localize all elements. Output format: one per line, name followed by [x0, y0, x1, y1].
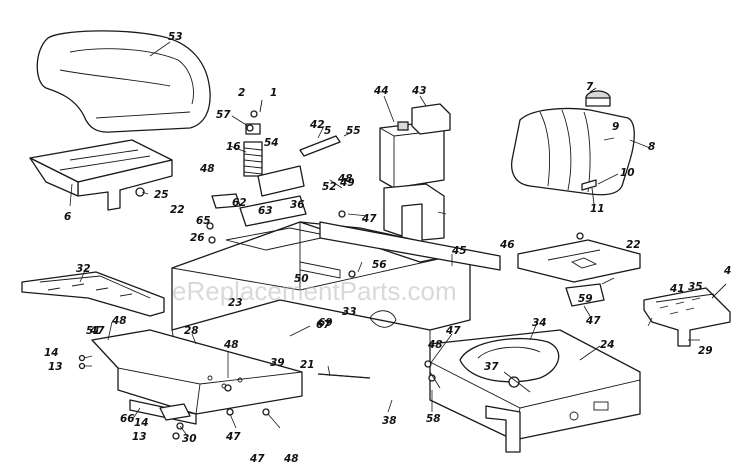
callout-label: 49: [339, 177, 355, 189]
callout-label: 21: [300, 359, 315, 371]
callout-label: 16: [226, 141, 241, 153]
callout-label: 13: [132, 431, 147, 443]
callout-label: 22: [626, 239, 641, 251]
callout-label: 37: [484, 361, 499, 373]
callout-label: 11: [590, 203, 605, 215]
leader-lines: [69, 41, 700, 435]
callout-label: 48: [337, 173, 353, 185]
callout-label: 47: [225, 431, 241, 443]
callout-label: 45: [451, 245, 467, 257]
callout-label: 22: [170, 204, 185, 216]
callout-label: 54: [264, 137, 279, 149]
callout-label: 44: [373, 85, 389, 97]
callout-labels: 1 2 4 5 6 7 8 9 10 11 13 14 16 21 22 23 …: [44, 31, 731, 445]
callout-label: 53: [168, 31, 183, 43]
callout-label: 50: [294, 273, 309, 285]
fuel-tank: [510, 90, 635, 196]
callout-label: 58: [426, 413, 441, 425]
callout-label: 52: [322, 181, 337, 193]
callout-label: 48: [427, 339, 443, 351]
callout-label: 47: [445, 325, 461, 337]
callout-label: 9: [612, 121, 619, 133]
callout-label: 13: [48, 361, 63, 373]
callout-label: 66: [120, 413, 135, 425]
battery-bracket: [383, 183, 445, 241]
callout-label: 47: [249, 453, 265, 465]
seat-spring-assembly: [211, 123, 341, 227]
step-plate: [21, 271, 165, 317]
callout-label: 23: [228, 297, 243, 309]
callout-label: 30: [182, 433, 197, 445]
callout-label: 4: [723, 265, 731, 277]
callout-label: 62: [232, 197, 247, 209]
callout-label: 55: [346, 125, 361, 137]
callout-label: 26: [190, 232, 205, 244]
callout-label: 47: [585, 315, 601, 327]
callout-label: 28: [184, 325, 199, 337]
callout-label: 43: [411, 85, 427, 97]
fender-plate: [517, 239, 641, 307]
callout-label: 48: [111, 315, 127, 327]
repeat-callouts: 47 47 47 47 47 48 48 48 48 48 13 14 22 6…: [89, 173, 641, 465]
callout-label: 57: [216, 109, 231, 121]
callout-label: 51: [86, 325, 101, 337]
callout-label: 25: [154, 189, 169, 201]
callout-label: 42: [309, 119, 325, 131]
callout-label: 46: [499, 239, 515, 251]
callout-label: 14: [134, 417, 149, 429]
callout-label: 47: [89, 325, 105, 337]
callout-label: 1: [270, 87, 277, 99]
watermark: eReplacementParts.com: [172, 276, 457, 306]
callout-label: 39: [270, 357, 285, 369]
callout-label: 48: [199, 163, 215, 175]
callout-label: 35: [688, 281, 703, 293]
front-frame: [91, 329, 303, 425]
callout-label: 5: [324, 125, 331, 137]
callout-label: 29: [698, 345, 713, 357]
battery: [379, 103, 451, 189]
callout-label: 63: [258, 205, 273, 217]
callout-label: 32: [76, 263, 91, 275]
callout-label: 34: [532, 317, 547, 329]
callout-label: 56: [372, 259, 387, 271]
seat-bracket: [29, 139, 173, 211]
callout-label: 41: [669, 283, 685, 295]
callout-label: 36: [290, 199, 305, 211]
seat: [36, 30, 211, 133]
callout-label: 2: [238, 87, 245, 99]
callout-label: 48: [283, 453, 299, 465]
callout-label: 10: [620, 167, 635, 179]
rear-frame: [429, 329, 641, 453]
hardware: [78, 99, 727, 440]
callout-label: 65: [196, 215, 211, 227]
callout-label: 67: [316, 319, 331, 331]
footrest: [643, 287, 731, 347]
callout-label: 33: [342, 306, 357, 318]
callout-label: 7: [586, 81, 594, 93]
callout-label: 8: [648, 141, 655, 153]
callout-label: 47: [361, 213, 377, 225]
callout-label: 38: [382, 415, 397, 427]
callout-label: 59: [578, 293, 593, 305]
callout-label: 6: [64, 211, 71, 223]
callout-label: 48: [223, 339, 239, 351]
callout-label: 69: [318, 317, 333, 329]
callout-label: 14: [44, 347, 59, 359]
drive-rod: [317, 373, 371, 379]
main-frame: [171, 221, 501, 360]
callout-label: 24: [600, 339, 615, 351]
